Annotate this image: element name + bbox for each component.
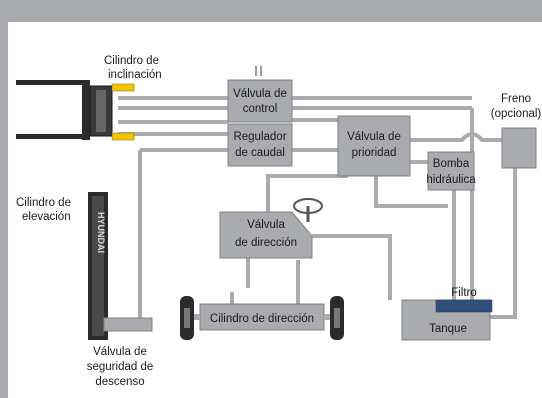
lowering-safety-valve-label-2: seguridad de [87, 361, 154, 373]
flow-regulator-label-1: Regulador [233, 131, 286, 143]
wheel-right-icon [330, 296, 344, 340]
control-lever-icon [255, 66, 262, 76]
hydraulic-pump [427, 151, 475, 191]
tilt-cylinder-upper-icon [111, 83, 135, 92]
lowering-safety-valve-label-1: Válvula de [93, 346, 147, 358]
steering-wheel-icon [293, 198, 323, 222]
lowering-safety-valve [103, 317, 153, 332]
brake-label-1: Freno [501, 93, 531, 105]
steering-cylinder [199, 303, 325, 331]
steering-cylinder-rod-right [324, 314, 334, 320]
steering-valve-label-1: Válvula [247, 219, 285, 231]
steering-valve-label-2: de dirección [235, 237, 297, 249]
lift-cylinder-label-2: elevación [22, 211, 71, 223]
tilt-cylinder-lower-icon [111, 132, 135, 141]
lowering-safety-valve-label-3: descenso [95, 376, 144, 388]
flow-regulator-label-2: de caudal [235, 147, 285, 159]
control-valve [227, 79, 293, 123]
forklift-fork-icon [16, 80, 113, 140]
brake-label-2: (opcional) [491, 108, 542, 120]
mast-icon: HYUNDAI [88, 192, 108, 340]
mast-brand: HYUNDAI [96, 212, 106, 253]
labels: Cilindro de inclinación Cilindro de elev… [16, 55, 541, 388]
priority-valve [337, 115, 411, 177]
flow-regulator [227, 123, 293, 167]
hydraulic-pump-label-1: Bomba [433, 158, 470, 170]
tilt-cylinder-label-1: Cilindro de [104, 55, 159, 67]
brake [501, 127, 537, 169]
steering-cylinder-label: Cilindro de dirección [210, 313, 314, 325]
wheel-left-icon [180, 296, 194, 340]
filter-label: Filtro [451, 287, 477, 299]
control-valve-label-1: Válvula de [233, 88, 287, 100]
tilt-cylinder-label-2: inclinación [108, 69, 162, 81]
tank-label: Tanque [429, 323, 467, 335]
hydraulic-pump-label-2: hidráulica [426, 174, 476, 186]
steering-valve [219, 211, 313, 259]
control-valve-label-2: control [243, 103, 278, 115]
priority-valve-label-2: prioridad [352, 147, 397, 159]
pipe-network [118, 96, 517, 319]
priority-valve-label-1: Válvula de [347, 131, 401, 143]
lift-cylinder-label-1: Cilindro de [16, 197, 71, 209]
filter [435, 299, 493, 313]
steering-cylinder-rod-left [190, 314, 200, 320]
